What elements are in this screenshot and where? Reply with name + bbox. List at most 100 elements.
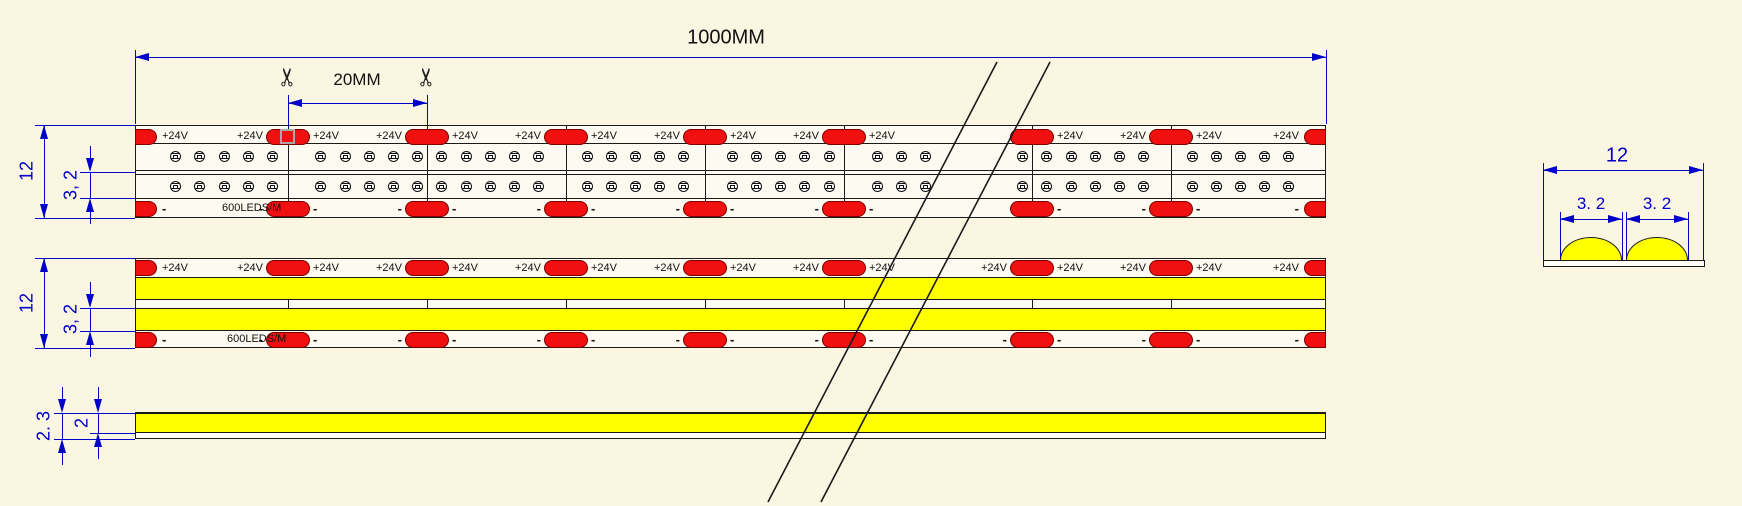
arrow-tail — [62, 453, 63, 465]
dim-mid-strip-row-width: 3, 2 — [60, 303, 81, 335]
dim-section-width: 12 — [1605, 144, 1629, 167]
ext-line — [427, 95, 428, 127]
minus-label: - — [536, 201, 541, 216]
minus-label: - — [1196, 332, 1201, 347]
arrow-down — [94, 399, 102, 413]
minus-label: - — [397, 201, 402, 216]
strip-top-row-line — [135, 143, 1326, 144]
plus-24v-label: +24V — [654, 130, 680, 142]
minus-label: - — [258, 201, 263, 216]
led-chip — [436, 151, 447, 162]
cut-marker-box — [280, 129, 295, 144]
solder-pad — [405, 201, 449, 217]
strip-top-row-line — [135, 198, 1326, 199]
ext-line — [1703, 163, 1704, 260]
plus-24v-label: +24V — [730, 262, 756, 274]
solder-pad — [1304, 129, 1326, 145]
led-chip — [388, 181, 399, 192]
led-chip — [485, 181, 496, 192]
strip-top-outline — [135, 125, 1326, 218]
plus-24v-label: +24V — [591, 130, 617, 142]
plus-24v-label: +24V — [654, 262, 680, 274]
led-chip — [1187, 181, 1198, 192]
led-chip — [1283, 151, 1294, 162]
led-chip — [1211, 181, 1222, 192]
dim-mid-strip-width: 12 — [16, 292, 37, 314]
arrow-tail — [98, 447, 99, 459]
dim-line-side-total — [62, 413, 63, 439]
dim-line-strip-width — [44, 125, 45, 218]
ext-line — [1326, 50, 1327, 124]
solder-pad — [135, 129, 157, 145]
arrow-down — [40, 334, 48, 348]
minus-label: - — [313, 332, 318, 347]
plus-24v-label: +24V — [376, 262, 402, 274]
ext-line — [80, 331, 135, 332]
minus-label: - — [1196, 201, 1201, 216]
plus-24v-label: +24V — [452, 130, 478, 142]
dim-top-strip-row-width: 3, 2 — [60, 169, 81, 201]
led-chip — [727, 181, 738, 192]
solder-pad — [266, 201, 310, 217]
cut-line — [705, 300, 706, 308]
plus-24v-label: +24V — [313, 130, 339, 142]
led-chip — [1066, 181, 1077, 192]
led-chip — [678, 181, 689, 192]
minus-label: - — [675, 201, 680, 216]
led-density-label: 600LEDS/M — [227, 333, 287, 345]
led-chip — [1211, 151, 1222, 162]
minus-label: - — [162, 332, 167, 347]
arrow-left — [135, 53, 149, 61]
led-chip — [1283, 181, 1294, 192]
solder-pad — [683, 129, 727, 145]
led-chip — [1259, 181, 1270, 192]
led-chip — [1090, 181, 1101, 192]
solder-pad — [683, 260, 727, 276]
solder-pad — [135, 332, 157, 348]
ext-line — [135, 50, 136, 124]
plus-24v-label: +24V — [1196, 262, 1222, 274]
led-chip — [461, 181, 472, 192]
led-chip — [170, 181, 181, 192]
arrow-down — [86, 158, 94, 172]
led-chip — [1114, 181, 1125, 192]
arrow-up — [86, 331, 94, 345]
dim-line-row-width — [90, 172, 91, 198]
led-chip — [727, 151, 738, 162]
minus-label: - — [258, 332, 263, 347]
solder-pad — [1149, 260, 1193, 276]
solder-pad — [544, 332, 588, 348]
led-chip — [1066, 151, 1077, 162]
ext-line — [35, 218, 135, 219]
cut-line — [288, 125, 289, 218]
minus-label: - — [591, 201, 596, 216]
cut-line — [427, 300, 428, 308]
led-chip — [219, 151, 230, 162]
arrow-tail — [90, 345, 91, 357]
strip-top-row-line — [135, 170, 1326, 171]
solder-pad — [1149, 129, 1193, 145]
ext-line — [35, 125, 135, 126]
arrow-up — [40, 258, 48, 272]
led-chip — [243, 181, 254, 192]
dim-total-length: 1000MM — [687, 26, 765, 49]
led-chip — [243, 151, 254, 162]
ext-line — [80, 308, 135, 309]
dim-line-strip-width — [44, 258, 45, 348]
scissors-icon: ✂ — [413, 66, 441, 88]
section-base — [1543, 260, 1705, 267]
dim-section-dome-right: 3. 2 — [1642, 194, 1672, 213]
arrow-tail — [98, 387, 99, 399]
led-chip — [315, 181, 326, 192]
led-chip — [630, 151, 641, 162]
ext-line — [1622, 212, 1623, 260]
minus-label: - — [591, 332, 596, 347]
dim-section-dome-left: 3. 2 — [1576, 194, 1606, 213]
arrow-right — [1674, 215, 1688, 223]
led-chip — [1235, 151, 1246, 162]
led-chip — [219, 181, 230, 192]
ext-line — [1560, 212, 1561, 260]
dim-side-total-height: 2. 3 — [33, 410, 54, 442]
led-chip — [267, 151, 278, 162]
